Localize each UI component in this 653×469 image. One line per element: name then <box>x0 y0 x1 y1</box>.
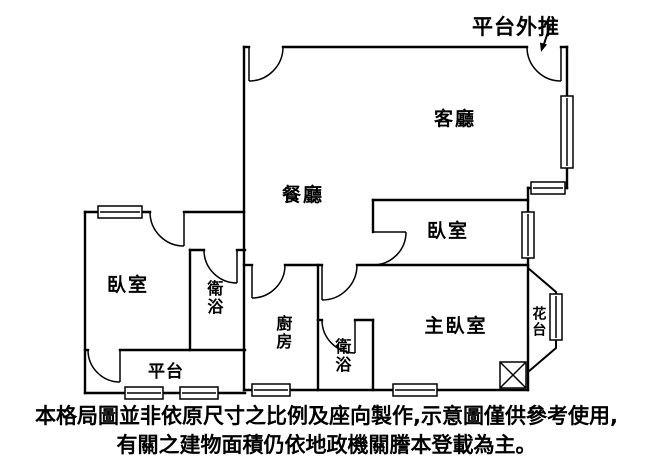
shaft-x-icon <box>499 361 527 389</box>
window <box>560 95 574 169</box>
room-label-kitchen: 廚房 <box>273 315 293 351</box>
door <box>251 264 286 299</box>
window <box>392 383 438 397</box>
room-label-dining-room: 餐廳 <box>281 184 325 207</box>
door <box>149 211 185 247</box>
room-label-platform: 平台 <box>148 362 184 383</box>
window <box>179 386 219 400</box>
door <box>248 46 284 82</box>
door-arcs <box>87 46 562 383</box>
annotation-arrow-icon <box>540 25 551 52</box>
room-label-master-bedroom: 主臥室 <box>424 315 488 338</box>
room-label-living-room: 客廳 <box>433 108 477 131</box>
disclaimer-line-1: 本格局圖並非依原尺寸之比例及座向製作,示意圖僅供參考使用, <box>35 404 618 428</box>
window <box>549 293 563 341</box>
door <box>526 46 562 82</box>
door <box>321 319 356 354</box>
room-label-bedroom-right: 臥室 <box>426 220 470 243</box>
door <box>372 231 407 266</box>
window <box>530 181 566 195</box>
window <box>97 205 143 219</box>
door <box>203 249 238 284</box>
room-label-bathroom-bottom: 衛浴 <box>332 338 352 374</box>
walls <box>83 45 569 395</box>
room-label-flower-stand: 花台 <box>530 306 547 338</box>
disclaimer-line-2: 有關之建物面積仍依地政機關謄本登載為主。 <box>116 433 537 457</box>
window <box>251 383 291 397</box>
window <box>521 211 535 259</box>
windows <box>97 95 574 400</box>
door <box>321 264 358 301</box>
room-label-bedroom-left: 臥室 <box>106 274 150 297</box>
room-label-bathroom-top: 衛浴 <box>204 280 224 316</box>
annotation-label: 平台外推 <box>472 14 560 39</box>
door <box>87 349 121 383</box>
window <box>124 386 164 400</box>
